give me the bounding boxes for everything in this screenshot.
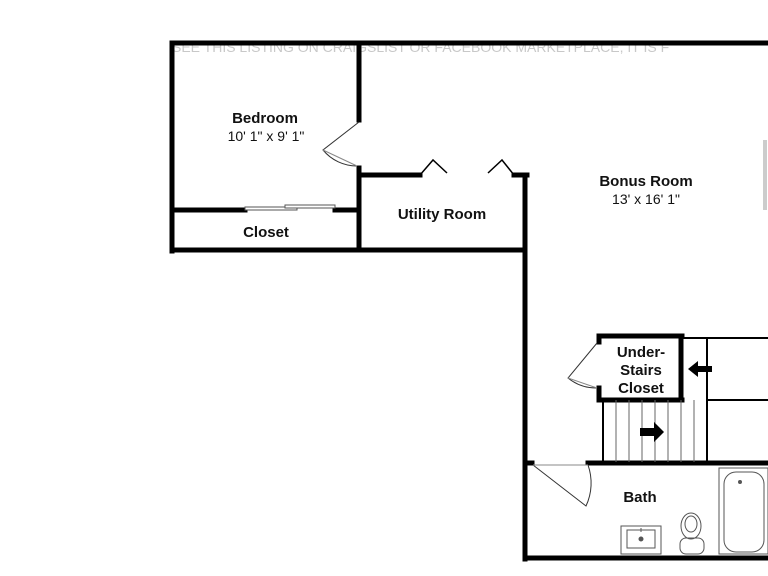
- doors: [244, 121, 598, 507]
- window-marks: [763, 140, 767, 210]
- under-stairs-closet-label-line2: Stairs: [620, 362, 662, 379]
- bedroom-dimensions: 10' 1" x 9' 1": [228, 128, 305, 144]
- bonus-room-dimensions: 13' x 16' 1": [612, 191, 680, 207]
- bath-label: Bath: [623, 489, 656, 506]
- closet-label: Closet: [243, 224, 289, 241]
- stair-outline: [602, 337, 768, 462]
- bedroom-label: Bedroom: [232, 110, 298, 127]
- under-stairs-closet-label-line3: Closet: [618, 380, 664, 397]
- arrow-right-icon: [640, 422, 664, 442]
- walls: [169, 40, 768, 562]
- utility-room-label: Utility Room: [398, 206, 486, 223]
- under-stairs-closet-label-line1: Under-: [617, 344, 665, 361]
- arrow-left-icon: [688, 361, 712, 377]
- toilet-icon: [679, 512, 705, 555]
- bathtub-icon: [718, 467, 768, 555]
- sink-icon: [620, 525, 662, 555]
- bonus-room-label: Bonus Room: [599, 173, 692, 190]
